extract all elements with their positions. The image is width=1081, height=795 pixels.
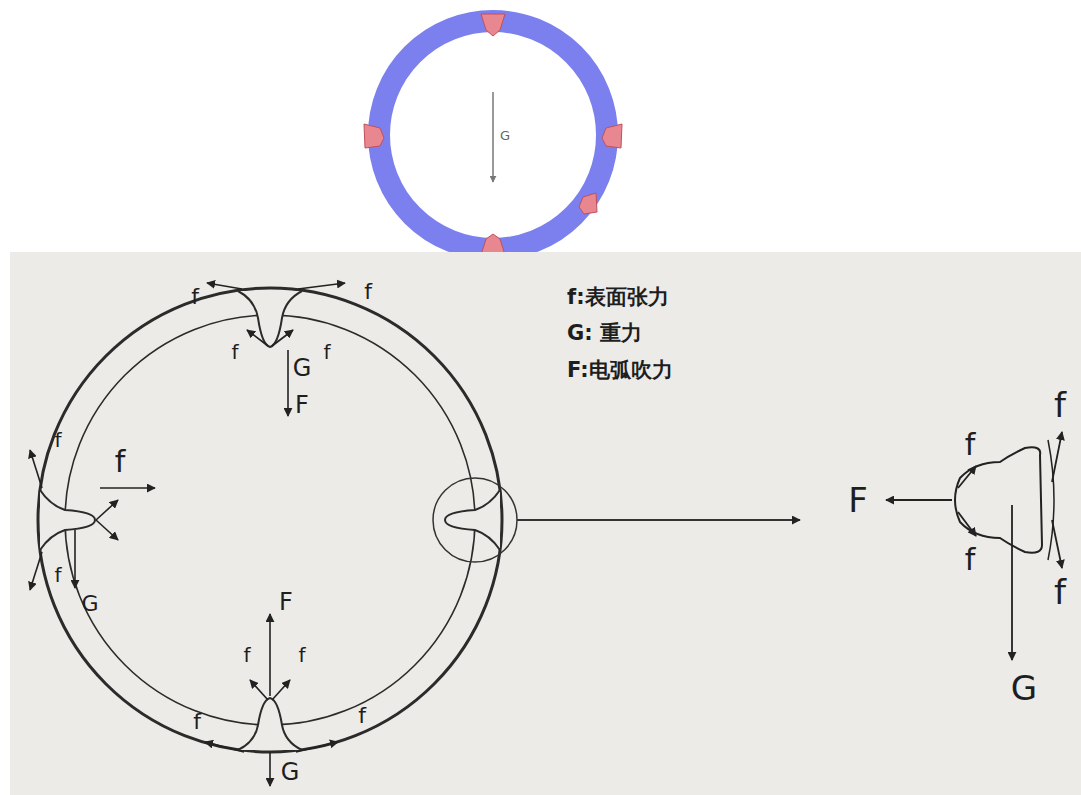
force-arrow — [100, 487, 155, 489]
force-label: f — [965, 545, 976, 575]
weld-spot — [364, 124, 384, 148]
gravity-arrow — [492, 92, 494, 182]
force-label: F — [279, 590, 293, 614]
force-arrow — [272, 330, 293, 346]
force-arrow — [1052, 520, 1062, 568]
weld-spot — [602, 124, 622, 148]
force-label: G — [281, 760, 300, 784]
force-arrow — [287, 350, 289, 416]
force-label: G — [1011, 671, 1037, 705]
force-label: f — [231, 342, 238, 362]
force-label: f — [323, 342, 330, 362]
force-arrow — [30, 450, 42, 488]
force-label: f — [115, 447, 126, 477]
force-label: f — [54, 430, 61, 450]
force-label: G — [293, 356, 312, 380]
force-arrow — [296, 742, 338, 752]
weld-detail — [1048, 440, 1054, 560]
weld-bead — [40, 291, 500, 750]
panel-ground — [10, 252, 1081, 795]
detail-callout — [433, 478, 517, 562]
weld-spot — [481, 234, 505, 255]
force-label: f — [358, 705, 366, 727]
legend-text: f:表面张力 — [567, 287, 669, 308]
force-arrow — [958, 466, 976, 488]
force-arrow — [298, 283, 345, 289]
legend-text: F:电弧吹力 — [567, 360, 673, 381]
force-arrow — [272, 680, 290, 700]
force-arrow — [247, 330, 268, 346]
force-arrow — [30, 552, 42, 590]
force-label: f — [54, 565, 61, 585]
pipe-ring-top — [379, 21, 607, 249]
pipe-ring-top — [379, 21, 607, 249]
force-label: G — [81, 593, 98, 615]
force-arrow — [250, 680, 268, 700]
force-arrow — [207, 283, 242, 289]
detail-callout — [517, 519, 800, 521]
force-arrow — [1052, 432, 1062, 482]
force-label: f — [193, 711, 201, 733]
force-label: f — [965, 430, 976, 460]
force-arrow — [269, 752, 271, 786]
weld-bead — [40, 490, 95, 550]
weld-spot — [481, 14, 505, 36]
force-arrow — [958, 512, 976, 536]
gravity-arrow — [493, 92, 494, 182]
legend-text: G: 重力 — [567, 323, 642, 344]
force-label: f — [1054, 575, 1066, 609]
weld-bead — [445, 490, 500, 550]
force-label: F — [295, 393, 309, 417]
force-label: G — [500, 129, 510, 142]
pipe-ring — [65, 315, 475, 725]
force-arrow — [205, 742, 244, 752]
force-arrow — [30, 283, 345, 786]
weld-bead — [238, 291, 302, 347]
force-label: f — [243, 645, 250, 665]
force-label: f — [298, 645, 305, 665]
force-arrow — [96, 500, 118, 520]
weld-detail — [955, 447, 1042, 552]
weld-spot — [579, 193, 597, 214]
weld-spot — [364, 14, 622, 255]
force-arrow — [886, 432, 1062, 660]
weld-bead — [238, 698, 302, 750]
force-arrow — [886, 499, 952, 501]
force-label: F — [848, 483, 868, 517]
force-label: f — [191, 286, 199, 308]
force-arrow — [74, 530, 76, 588]
force-label: f — [364, 281, 372, 303]
force-arrow — [1011, 505, 1013, 660]
force-arrow — [269, 614, 271, 696]
force-label: f — [1054, 388, 1066, 422]
detail-callout — [433, 478, 800, 562]
force-arrow — [96, 520, 118, 540]
